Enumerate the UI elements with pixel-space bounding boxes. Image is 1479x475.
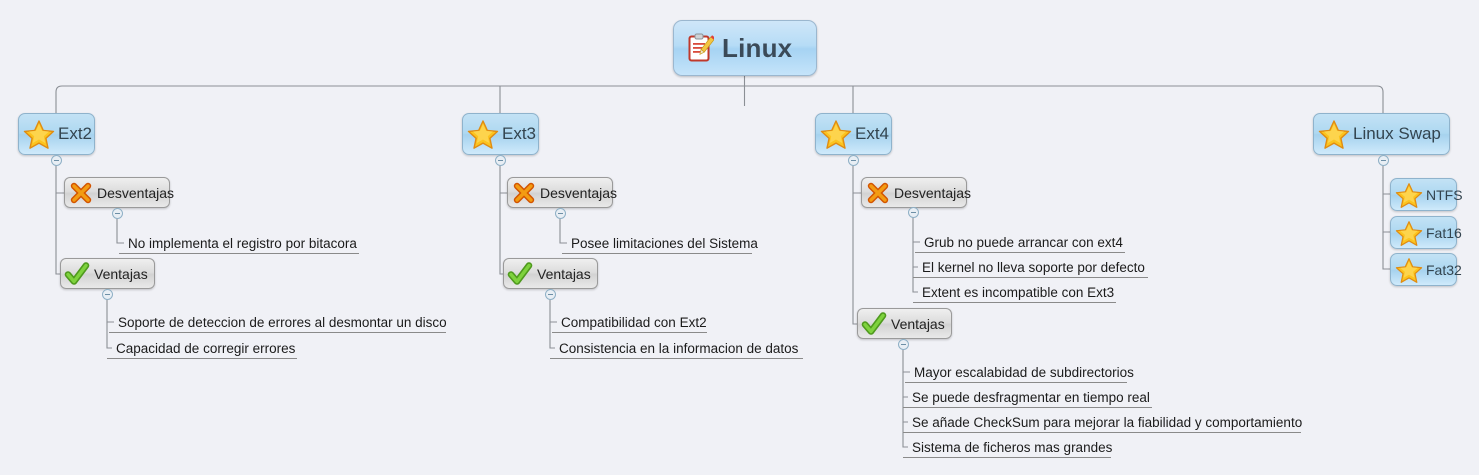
group-node-label: Desventajas: [894, 184, 972, 201]
leaf-item[interactable]: Sistema de ficheros mas grandes: [903, 436, 1112, 458]
star-icon: [1318, 119, 1350, 149]
cross-x-icon: [68, 181, 94, 205]
check-mark-icon: [861, 311, 888, 336]
clipboard-pencil-icon: [686, 33, 714, 63]
group-node-label: Ventajas: [891, 315, 945, 332]
star-icon: [1395, 220, 1423, 246]
child-node-label: Fat32: [1426, 261, 1462, 278]
root-node-linux[interactable]: Linux: [673, 20, 817, 76]
collapse-toggle-ext4-ventajas[interactable]: [898, 339, 909, 350]
collapse-toggle-ext3-ventajas[interactable]: [545, 289, 556, 300]
collapse-toggle-ext2-desventajas[interactable]: [112, 208, 123, 219]
leaf-item[interactable]: Grub no puede arrancar con ext4: [915, 231, 1125, 253]
branch-node-ext3[interactable]: Ext3: [462, 113, 539, 155]
leaf-item[interactable]: Mayor escalabidad de subdirectorios: [905, 361, 1134, 383]
branch-node-label: Ext3: [502, 124, 537, 143]
check-mark-icon: [507, 261, 534, 286]
leaf-item[interactable]: Consistencia en la informacion de datos: [550, 337, 803, 359]
star-icon: [1395, 182, 1423, 208]
group-node-ext2-desventajas[interactable]: Desventajas: [64, 177, 174, 208]
leaf-item[interactable]: No implementa el registro por bitacora: [119, 232, 359, 254]
group-node-ext4-ventajas[interactable]: Ventajas: [857, 308, 952, 339]
collapse-toggle-ext4[interactable]: [848, 155, 859, 166]
collapse-toggle-linux-swap[interactable]: [1378, 155, 1389, 166]
branch-node-label: Ext2: [58, 124, 93, 143]
collapse-toggle-ext3-desventajas[interactable]: [555, 208, 566, 219]
branch-node-ext4[interactable]: Ext4: [815, 113, 892, 155]
child-node-ntfs[interactable]: NTFS: [1390, 178, 1463, 211]
collapse-toggle-ext4-desventajas[interactable]: [908, 207, 919, 218]
cross-x-icon: [511, 181, 537, 205]
collapse-toggle-ext2-ventajas[interactable]: [102, 289, 113, 300]
star-icon: [1395, 257, 1423, 283]
leaf-item[interactable]: Se puede desfragmentar en tiempo real: [903, 386, 1152, 408]
child-node-label: Fat16: [1426, 224, 1462, 241]
leaf-item[interactable]: Compatibilidad con Ext2: [552, 311, 707, 333]
group-node-ext3-ventajas[interactable]: Ventajas: [503, 258, 598, 289]
group-node-label: Ventajas: [94, 265, 148, 282]
leaf-item[interactable]: El kernel no lleva soporte por defecto: [913, 256, 1148, 278]
check-mark-icon: [64, 261, 91, 286]
leaf-item[interactable]: Capacidad de corregir errores: [107, 337, 297, 359]
branch-node-label: Ext4: [855, 124, 890, 143]
child-node-label: NTFS: [1426, 186, 1463, 203]
group-node-label: Desventajas: [97, 184, 175, 201]
group-node-label: Ventajas: [537, 265, 591, 282]
group-node-label: Desventajas: [540, 184, 618, 201]
group-node-ext3-desventajas[interactable]: Desventajas: [507, 177, 617, 208]
root-node-label: Linux: [722, 32, 793, 63]
branch-node-linux-swap[interactable]: Linux Swap: [1313, 113, 1450, 155]
group-node-ext2-ventajas[interactable]: Ventajas: [60, 258, 155, 289]
branch-node-label: Linux Swap: [1353, 124, 1441, 143]
child-node-fat16[interactable]: Fat16: [1390, 216, 1462, 249]
star-icon: [820, 119, 852, 149]
group-node-ext4-desventajas[interactable]: Desventajas: [861, 177, 971, 208]
child-node-fat32[interactable]: Fat32: [1390, 253, 1462, 286]
leaf-item[interactable]: Se añade CheckSum para mejorar la fiabil…: [903, 411, 1302, 433]
star-icon: [467, 119, 499, 149]
star-icon: [23, 119, 55, 149]
collapse-toggle-ext2[interactable]: [51, 155, 62, 166]
cross-x-icon: [865, 181, 891, 205]
branch-node-ext2[interactable]: Ext2: [18, 113, 95, 155]
leaf-item[interactable]: Posee limitaciones del Sistema: [562, 232, 758, 254]
leaf-item[interactable]: Soporte de deteccion de errores al desmo…: [109, 311, 447, 333]
leaf-item[interactable]: Extent es incompatible con Ext3: [913, 281, 1116, 303]
collapse-toggle-ext3[interactable]: [495, 155, 506, 166]
